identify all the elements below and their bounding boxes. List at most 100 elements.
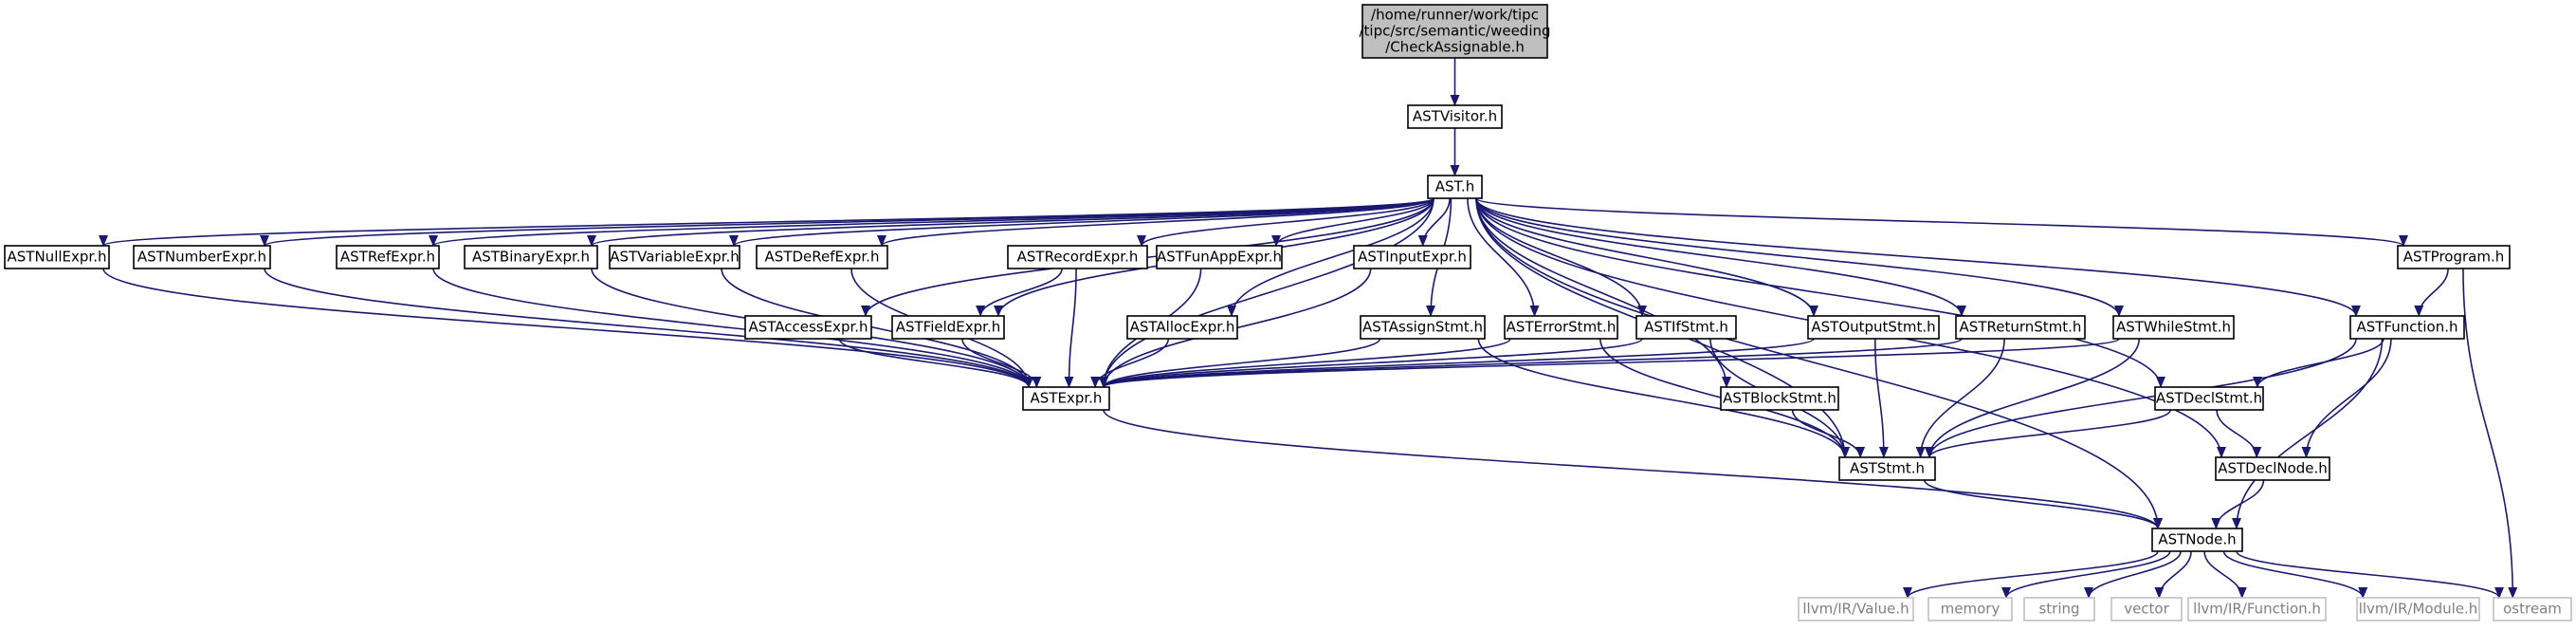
node-astfunappexpr[interactable]: ASTFunAppExpr.h — [1156, 245, 1283, 269]
node-box — [2154, 386, 2264, 411]
node-ast[interactable]: AST.h — [1427, 175, 1483, 199]
node-box — [2397, 245, 2511, 269]
edge-astnode-to-vector — [2154, 550, 2192, 599]
node-astinputexpr[interactable]: ASTInputExpr.h — [1353, 245, 1471, 269]
node-asterrorstmt[interactable]: ASTErrorStmt.h — [1504, 315, 1618, 340]
node-box — [1955, 315, 2086, 340]
node-astfunction[interactable]: ASTFunction.h — [2349, 315, 2465, 340]
node-astallocexpr[interactable]: ASTAllocExpr.h — [1126, 315, 1238, 340]
node-box — [2349, 315, 2465, 340]
edge-astnode-to-llvmvalue — [1903, 550, 2159, 599]
node-label: ASTFunction.h — [2356, 319, 2457, 336]
edge-astaccessexpr-to-astexpr — [838, 338, 1033, 388]
node-label: /tipc/src/semantic/weeding — [1359, 23, 1550, 40]
node-vector: vector — [2110, 597, 2183, 621]
node-astaccessexpr[interactable]: ASTAccessExpr.h — [744, 315, 872, 340]
node-box — [609, 245, 740, 269]
node-astvariableexpr[interactable]: ASTVariableExpr.h — [609, 245, 740, 269]
node-box — [2215, 456, 2330, 481]
node-label: ASTErrorStmt.h — [1507, 319, 1617, 336]
node-label: ASTDeclNode.h — [2218, 460, 2328, 477]
node-label: ASTFieldExpr.h — [896, 319, 1001, 336]
node-box — [1353, 245, 1471, 269]
edge-astnode-to-memory — [2001, 550, 2171, 599]
node-label: ASTReturnStmt.h — [1960, 319, 2082, 336]
edge-astdeclstmt-to-aststmt — [1925, 409, 2172, 458]
edge-astassignstmt-to-aststmt — [1477, 338, 1850, 458]
node-label: llvm/IR/Module.h — [2359, 601, 2478, 618]
node-astfieldexpr[interactable]: ASTFieldExpr.h — [891, 315, 1005, 340]
edge-astnullexpr-to-astexpr — [102, 268, 1033, 388]
node-astvisitor[interactable]: ASTVisitor.h — [1407, 104, 1503, 129]
node-label: llvm/IR/Function.h — [2193, 601, 2321, 618]
node-astnode[interactable]: ASTNode.h — [2151, 528, 2243, 552]
edge-astnode-to-ostream — [2236, 550, 2504, 599]
node-box — [744, 315, 872, 340]
edge-astblockstmt-to-aststmt — [1791, 409, 1866, 458]
edge-astfunction-to-aststmt — [1925, 338, 2357, 458]
node-box — [2023, 597, 2095, 621]
node-astifstmt[interactable]: ASTIfStmt.h — [1635, 315, 1737, 340]
edge-ast-to-astblockstmt — [1475, 197, 1731, 388]
edge-astdeclnode-to-astnode — [2211, 479, 2265, 529]
node-astnumberexpr[interactable]: ASTNumberExpr.h — [133, 245, 271, 269]
node-box — [1635, 315, 1737, 340]
edge-ast-to-astvariableexpr — [729, 197, 1434, 247]
node-astrecordexpr[interactable]: ASTRecordExpr.h — [1007, 245, 1148, 269]
node-astbinaryexpr[interactable]: ASTBinaryExpr.h — [464, 245, 598, 269]
edge-astoutputstmt-to-aststmt — [1873, 338, 1889, 458]
edge-ast-to-astderefexpr — [877, 197, 1434, 247]
node-label: ASTNumberExpr.h — [137, 249, 266, 266]
node-label: ASTVariableExpr.h — [610, 249, 740, 266]
node-label: ASTProgram.h — [2403, 249, 2505, 266]
node-box — [133, 245, 271, 269]
edge-aststmt-to-astnode — [1923, 479, 2163, 529]
node-label: ASTNullExpr.h — [8, 249, 107, 266]
node-label: ASTAccessExpr.h — [748, 319, 868, 336]
node-astprogram[interactable]: ASTProgram.h — [2397, 245, 2511, 269]
node-label: ASTRefExpr.h — [340, 249, 435, 266]
node-box — [1427, 175, 1483, 199]
node-box — [1407, 104, 1503, 129]
node-astdeclnode[interactable]: ASTDeclNode.h — [2215, 456, 2330, 481]
node-box — [1361, 4, 1548, 59]
edge-astfunction-to-astdeclnode — [2301, 338, 2392, 458]
node-label: ASTRecordExpr.h — [1017, 249, 1139, 266]
node-layer: /home/runner/work/tipc/tipc/src/semantic… — [4, 4, 2572, 621]
node-astblockstmt[interactable]: ASTBlockStmt.h — [1720, 386, 1839, 411]
node-label: ASTDeclStmt.h — [2156, 390, 2262, 407]
node-llvmfunction: llvm/IR/Function.h — [2187, 597, 2327, 621]
edge-astwhilestmt-to-aststmt — [1925, 338, 2141, 458]
node-astoutputstmt[interactable]: ASTOutputStmt.h — [1807, 315, 1940, 340]
node-box — [1807, 315, 1940, 340]
node-box — [2112, 315, 2235, 340]
edge-layer — [99, 58, 2518, 599]
node-box — [464, 245, 598, 269]
node-root[interactable]: /home/runner/work/tipc/tipc/src/semantic… — [1359, 4, 1551, 59]
edge-ast-to-astbinaryexpr — [587, 197, 1434, 247]
node-label: ASTDeRefExpr.h — [765, 249, 880, 266]
node-astwhilestmt[interactable]: ASTWhileStmt.h — [2112, 315, 2235, 340]
node-astreturnstmt[interactable]: ASTReturnStmt.h — [1955, 315, 2086, 340]
edge-astassignstmt-to-astexpr — [1099, 338, 1381, 388]
node-box — [1798, 597, 1914, 621]
node-astnullexpr[interactable]: ASTNullExpr.h — [4, 245, 110, 269]
node-label: ASTInputExpr.h — [1358, 249, 1467, 266]
edge-astoutputstmt-to-astexpr — [1099, 338, 1815, 388]
node-astdeclstmt[interactable]: ASTDeclStmt.h — [2154, 386, 2264, 411]
node-label: AST.h — [1435, 178, 1474, 195]
node-astrefexpr[interactable]: ASTRefExpr.h — [336, 245, 440, 269]
node-astassignstmt[interactable]: ASTAssignStmt.h — [1360, 315, 1486, 340]
node-astderefexpr[interactable]: ASTDeRefExpr.h — [756, 245, 888, 269]
edge-ast-to-astreturnstmt — [1475, 197, 1966, 317]
node-astexpr[interactable]: ASTExpr.h — [1022, 386, 1110, 411]
edge-ast-to-astallocexpr — [1227, 197, 1434, 317]
node-label: memory — [1941, 601, 2001, 618]
node-box — [2110, 597, 2183, 621]
node-box — [1360, 315, 1486, 340]
edge-ast-to-astinputexpr — [1417, 197, 1451, 247]
node-aststmt[interactable]: ASTStmt.h — [1838, 456, 1936, 481]
edge-astfunction-to-astnode — [2232, 338, 2384, 529]
node-box — [1007, 245, 1148, 269]
